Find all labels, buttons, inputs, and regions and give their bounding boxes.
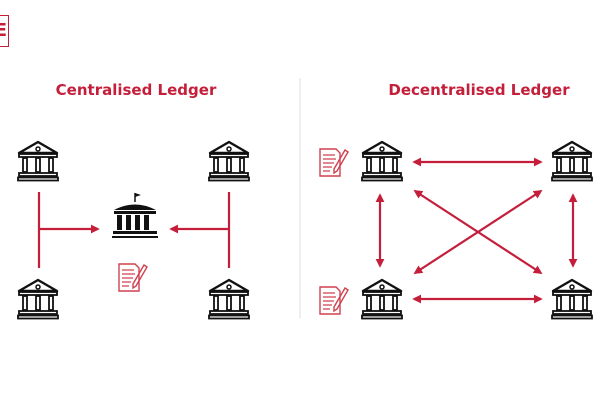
decentralised-ledger-title: Decentralised Ledger	[388, 81, 570, 99]
document-pen-icon	[319, 148, 349, 177]
logo-box: E	[0, 15, 9, 47]
centralised-ledger-title: Centralised Ledger	[55, 81, 217, 99]
bank-icon	[550, 140, 594, 182]
bank-icon	[16, 140, 60, 182]
decentralised-connectors	[375, 157, 578, 304]
bank-icon	[550, 278, 594, 320]
bank-icon	[207, 278, 251, 320]
diagonal-arrow-up	[413, 190, 543, 274]
bank-icon	[207, 140, 251, 182]
bank-icon	[360, 140, 404, 182]
bank-icon	[16, 278, 60, 320]
central-bank-icon	[112, 193, 158, 238]
document-pen-icon	[319, 286, 349, 315]
document-pen-icon	[118, 263, 148, 292]
centralised-connectors	[37, 192, 231, 268]
bank-icon	[360, 278, 404, 320]
